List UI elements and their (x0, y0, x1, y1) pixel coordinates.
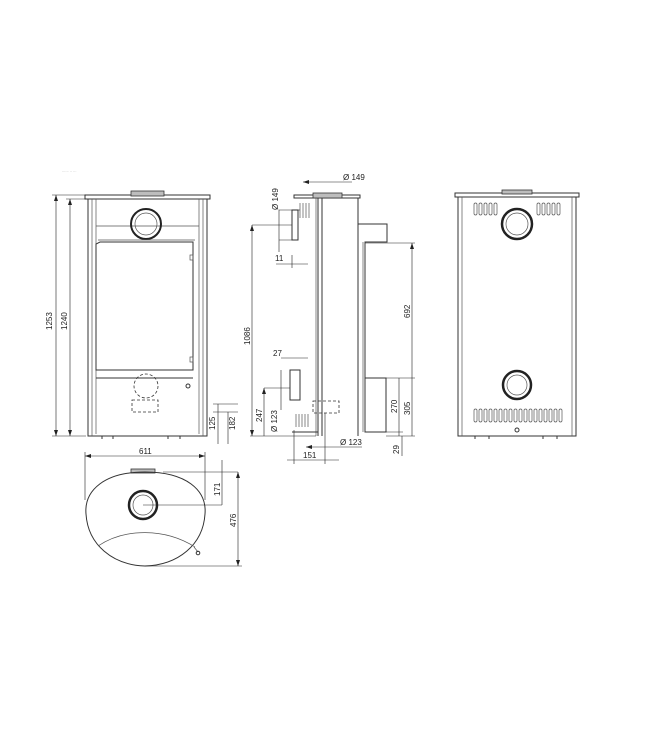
dim-height-body: 1240 (60, 312, 69, 330)
dim-lower-inner: 270 (390, 399, 399, 413)
dim-air-inlet-diameter: Ø 123 (270, 410, 279, 432)
dim-bottom-inlet-depth: 151 (303, 451, 317, 460)
plan-view: 611 171 476 (84, 447, 242, 567)
dim-plan-width: 611 (139, 447, 152, 456)
dim-flue-center-offset: 171 (213, 482, 222, 496)
dim-air-inlet-center: 182 (228, 416, 237, 430)
dim-flue-rear-diameter: Ø 149 (271, 188, 280, 210)
side-view: Ø 149 Ø 149 11 1086 27 247 Ø 123 Ø 123 1… (243, 173, 415, 464)
dim-rear-flue-height: 1086 (243, 327, 252, 345)
dim-bottom-inlet-diameter: Ø 123 (340, 438, 362, 447)
top-vents (473, 202, 561, 216)
title-stamp: ...... .. ... (62, 168, 76, 173)
dim-air-inlet-bottom: 125 (208, 416, 217, 430)
dim-foot-height: 29 (392, 445, 401, 454)
dim-upper-door-height: 692 (403, 304, 412, 318)
dim-flue-top-diameter: Ø 149 (343, 173, 365, 182)
dim-air-inlet-offset: 27 (273, 349, 282, 358)
dim-height-total: 1253 (45, 312, 54, 330)
bottom-vents (473, 408, 563, 423)
rear-view (454, 189, 580, 439)
dim-plan-depth: 476 (229, 513, 238, 527)
dim-lower-section: 305 (403, 401, 412, 415)
dim-air-inlet-height: 247 (255, 408, 264, 422)
front-view: 1253 1240 125 182 (45, 190, 238, 444)
dim-rear-flue-offset: 11 (275, 254, 284, 263)
